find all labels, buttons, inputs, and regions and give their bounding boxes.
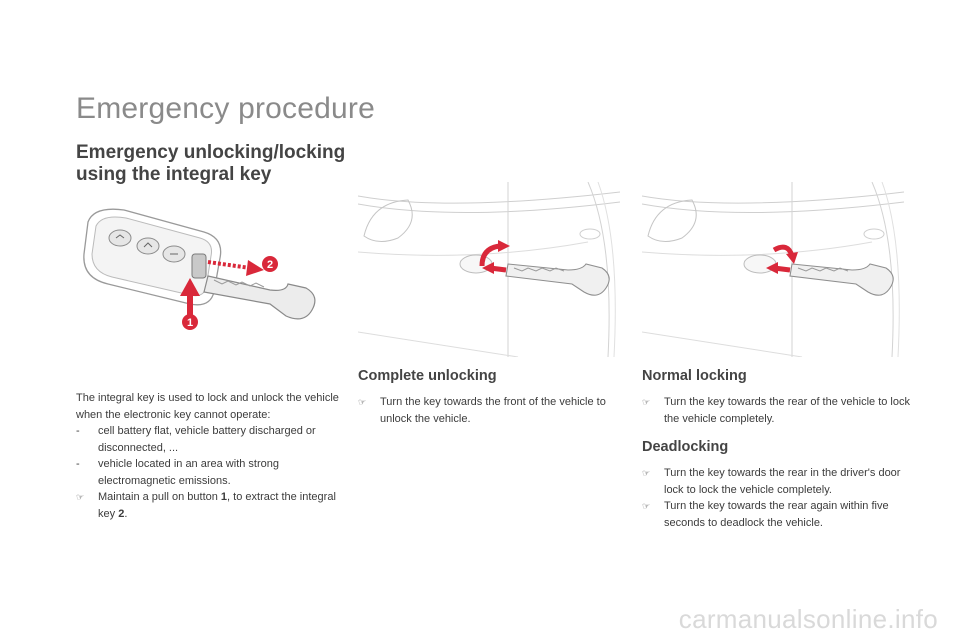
section-heading-line-2: using the integral key — [76, 164, 272, 185]
list-item: - cell battery flat, vehicle battery dis… — [76, 423, 344, 456]
deadlocking-heading: Deadlocking — [642, 439, 729, 455]
list-item-text: Turn the key towards the rear of the veh… — [664, 396, 910, 425]
arrow-bullet-icon: ☞ — [642, 397, 651, 407]
step-text: . — [124, 507, 128, 520]
list-item-text: Turn the key towards the front of the ve… — [380, 396, 606, 425]
callout-2-label: 2 — [267, 259, 273, 271]
door-unlocking-illustration — [358, 182, 620, 357]
complete-unlocking-heading: Complete unlocking — [358, 368, 497, 384]
list-item: ☞ Turn the key towards the rear of the v… — [642, 394, 910, 427]
section-heading: Emergency unlocking/locking using the in… — [76, 142, 376, 186]
dash-bullet: - — [76, 425, 80, 437]
locking-section: Normal locking ☞ Turn the key towards th… — [642, 366, 910, 531]
list-item: ☞ Turn the key towards the front of the … — [358, 394, 626, 427]
list-item: ☞ Turn the key towards the rear again wi… — [642, 498, 910, 531]
door-locking-illustration — [642, 182, 904, 357]
key-ref: 2 — [118, 507, 125, 520]
extract-key-step: ☞ Maintain a pull on button 1, to extrac… — [76, 489, 344, 522]
list-item: ☞ Turn the key towards the rear in the d… — [642, 465, 910, 498]
arrow-bullet-icon: ☞ — [358, 397, 367, 407]
button-ref: 1 — [220, 491, 228, 503]
key-fob-illustration: 1 2 — [83, 208, 316, 330]
section-heading-line-1: Emergency unlocking/locking — [76, 142, 346, 163]
list-item-text: Turn the key towards the rear again with… — [664, 500, 889, 529]
dash-bullet: - — [76, 458, 80, 470]
callout-1-badge — [182, 314, 198, 330]
intro-text: The integral key is used to lock and unl… — [76, 392, 339, 421]
arrow-bullet-icon: ☞ — [76, 492, 85, 502]
list-item: - vehicle located in an area with strong… — [76, 456, 344, 489]
page-title: Emergency procedure — [76, 92, 375, 125]
callout-2-badge — [262, 256, 278, 272]
step-text: , to extract the integral key — [98, 491, 336, 520]
list-item-text: cell battery flat, vehicle battery disch… — [98, 425, 316, 454]
normal-locking-heading: Normal locking — [642, 368, 747, 384]
list-item-text: Turn the key towards the rear in the dri… — [664, 467, 901, 496]
callout-1-label: 1 — [187, 317, 193, 329]
watermark: carmanualsonline.info — [678, 604, 938, 634]
intro-column: The integral key is used to lock and unl… — [76, 390, 344, 522]
arrow-bullet-icon: ☞ — [642, 468, 651, 478]
list-item-text: vehicle located in an area with strong e… — [98, 458, 279, 487]
complete-unlocking-section: Complete unlocking ☞ Turn the key toward… — [358, 366, 626, 427]
step-text: Maintain a pull on button — [98, 491, 221, 503]
arrow-bullet-icon: ☞ — [642, 501, 651, 511]
